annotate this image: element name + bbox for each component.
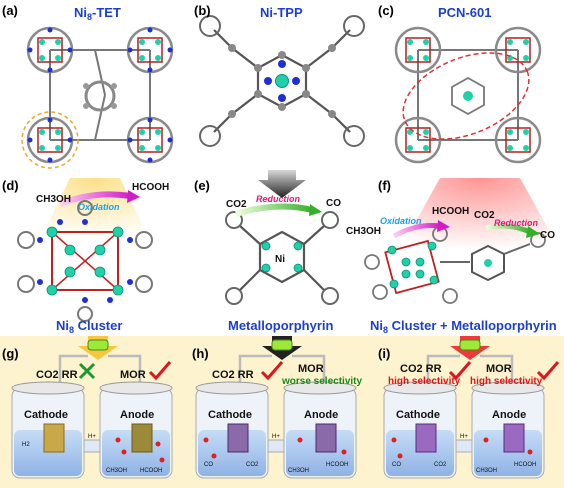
i-hcooh-label: HCOOH [514,462,536,468]
i-right-note: high selectivity [470,376,543,387]
panel-label-a: (a) [2,3,18,18]
ni8-cluster-plus-porphyrin [364,226,546,304]
oxidation-arrowhead-icon [127,190,140,203]
reduction-arrowhead-icon [309,204,322,216]
panel-a-title: Ni8-TET [74,5,121,22]
f-product1: HCOOH [432,206,469,217]
panel-label-e: (e) [194,178,210,193]
g-hcooh-label: HCOOH [140,468,162,474]
ni8-node [126,26,174,74]
ni8-cluster [17,200,153,322]
d-reaction-label: Oxidation [78,202,120,212]
cell-background-band [0,336,564,488]
ni8-node [494,116,542,164]
oxidation-arrow-icon [392,223,441,239]
h-co-label: CO [204,462,213,468]
oxidation-arrow-icon [58,191,131,207]
panel-label-i: (i) [378,346,390,361]
e-metal-label: Ni [275,254,285,265]
panel-label-d: (d) [2,178,19,193]
h-right-head: MOR [298,363,324,375]
h-cathode-label: Cathode [208,409,252,421]
i-right-head: MOR [486,363,512,375]
electrolyzer-cell-g [11,339,173,479]
e-product: CO [326,198,341,209]
g-cathode-label: Cathode [24,409,68,421]
check-icon [148,361,172,381]
panel-label-c: (c) [378,3,394,18]
f-reactant2: CO2 [474,210,495,221]
cross-icon [78,362,96,380]
e-reaction-label: Reduction [256,194,301,204]
i-anode-label: Anode [492,409,526,421]
g-anode-label: Anode [120,409,154,421]
down-arrow-icon [258,170,306,198]
red-fade-cone [400,178,560,250]
d-reactant: CH3OH [36,194,71,205]
highlight-dashed-circle [21,111,79,169]
ni-atom [463,91,473,101]
highlight-dashed-ellipse [402,52,530,140]
ni8-node [26,26,74,74]
h-hcooh-label: HCOOH [326,462,348,468]
reduction-arrow-icon [485,223,531,235]
i-hplus-label: H+ [460,434,468,440]
metalloporphyrin-molecule [225,211,339,305]
i-co2-label: CO2 [434,462,447,468]
h-anode-label: Anode [304,409,338,421]
check-icon [260,361,284,381]
h-ch3oh-label: CH3OH [288,468,309,474]
i-ch3oh-label: CH3OH [476,468,497,474]
ni8-node [394,116,442,164]
f-product2: CO [540,230,555,241]
f-reaction2-label: Reduction [494,218,539,228]
electrolyzer-cell-i [383,339,545,479]
check-icon [536,361,560,381]
e-caption: Metalloporphyrin [228,318,334,333]
i-cathode-label: Cathode [396,409,440,421]
panel-c-title: PCN-601 [438,5,491,20]
h-right-note: worse selectivity [281,376,362,387]
g-hplus-label: H+ [88,434,96,440]
reduction-arrowhead-icon [526,226,540,238]
panel-label-g: (g) [2,346,19,361]
ni8-node [494,26,542,74]
ni8-tet-framework [21,26,174,169]
f-caption: Ni8 Cluster + Metalloporphyrin [370,318,557,335]
g-ch3oh-label: CH3OH [106,468,127,474]
ni8-node [126,116,174,164]
ni8-node [26,116,74,164]
panel-label-h: (h) [192,346,209,361]
oxidation-arrowhead-icon [437,220,450,232]
h-left-head: CO2 RR [212,369,254,381]
ni8-node [394,26,442,74]
g-h2-label: H2 [22,442,30,448]
panel-label-b: (b) [194,3,211,18]
electrolyzer-cell-h [195,339,357,479]
panel-b-title: Ni-TPP [260,5,303,20]
panel-label-f: (f) [378,178,391,193]
reduction-arrow-icon [235,203,313,217]
ni-tpp-molecule [199,15,365,147]
pcn-601-framework [394,26,542,164]
h-hplus-label: H+ [272,434,280,440]
check-icon [448,361,472,381]
h-co2-label: CO2 [246,462,259,468]
d-product: HCOOH [132,182,169,193]
i-left-note: high selectivity [388,376,461,387]
ni-atom [275,74,289,88]
i-left-head: CO2 RR [400,363,442,375]
i-co-label: CO [392,462,401,468]
f-reaction1-label: Oxidation [380,216,422,226]
g-left-head: CO2 RR [36,369,78,381]
e-reactant: CO2 [226,199,247,210]
g-right-head: MOR [120,369,146,381]
f-reactant1: CH3OH [346,226,381,237]
d-caption: Ni8 Cluster [56,318,122,335]
